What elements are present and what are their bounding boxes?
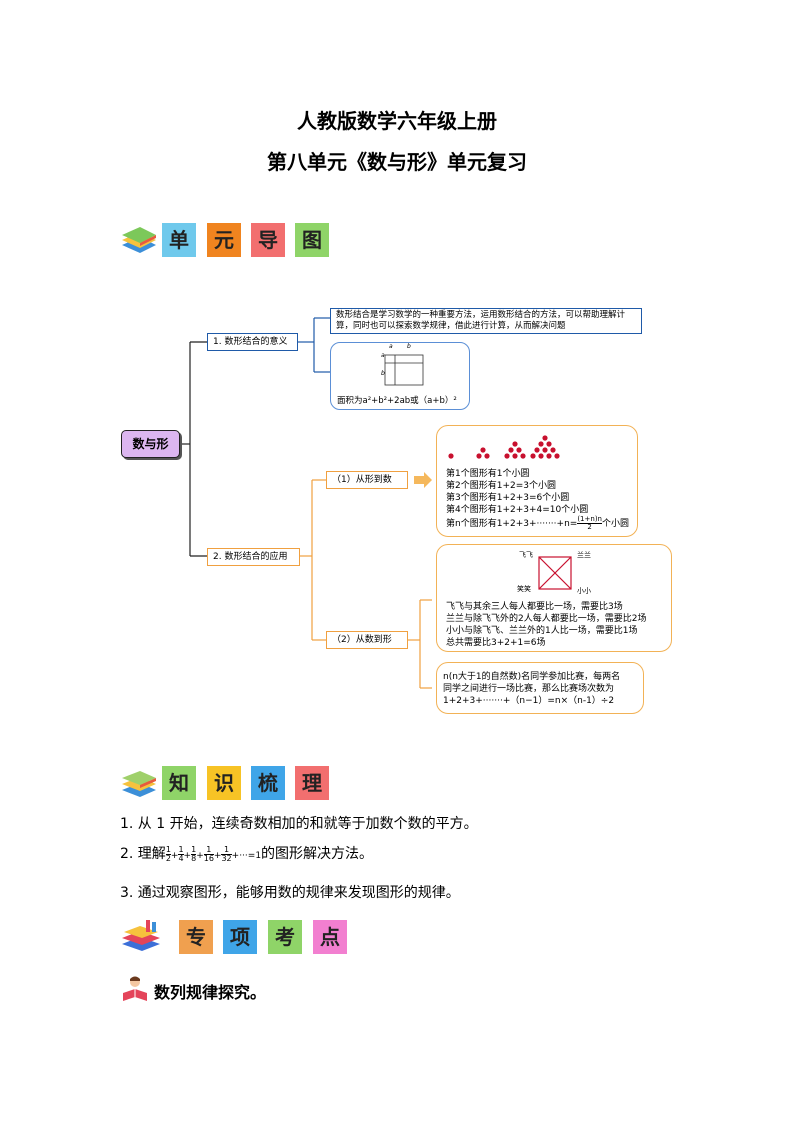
branch-application: 2. 数形结合的应用 xyxy=(207,548,300,566)
label-b-left: b xyxy=(381,370,385,377)
page-subtitle: 第八单元《数与形》单元复习 xyxy=(267,150,527,174)
general-line-3: 1+2+3+·······+（n−1）=n×（n-1）÷2 xyxy=(443,696,615,706)
plus-sign: + xyxy=(170,851,179,861)
sub-shape-to-number: （1）从形到数 xyxy=(326,471,408,489)
match-line-4: 总共需要比3+2+1=6场 xyxy=(446,638,546,648)
point-2-prefix: 2. 理解 xyxy=(120,846,166,862)
match-diagram-card: 飞飞 兰兰 笑笑 小小 飞飞与其余三人每人都要比一场，需要比3场 兰兰与除飞飞外… xyxy=(436,544,672,652)
label-a-top: a xyxy=(389,343,393,350)
label-a-left: a xyxy=(381,352,385,359)
reading-kid-icon xyxy=(120,975,150,1003)
match-line-3: 小小与除飞飞、兰兰外的1人比一场，需要比1场 xyxy=(446,626,638,636)
tile-char: 单 xyxy=(162,223,196,257)
plus-sign: + xyxy=(213,851,222,861)
tile-char: 理 xyxy=(295,766,329,800)
topic-title: 数列规律探究。 xyxy=(154,983,267,1002)
name-xiaoxiao: 小小 xyxy=(577,587,591,595)
books-stack-icon xyxy=(120,918,162,952)
series-tail: +···=1 xyxy=(231,851,262,861)
tile-char: 图 xyxy=(295,223,329,257)
general-formula-card: n(n大于1的自然数)名同学参加比赛，每两名 同学之间进行一场比赛，那么比赛场次… xyxy=(436,662,644,714)
square-area-diagram xyxy=(384,354,424,386)
shape-line-3: 第3个图形有1+2+3=6个小圆 xyxy=(446,493,570,503)
tile-char: 梳 xyxy=(251,766,285,800)
match-line-1: 飞飞与其余三人每人都要比一场，需要比3场 xyxy=(446,602,623,612)
plus-sign: + xyxy=(196,851,204,861)
triangular-dot-patterns xyxy=(448,435,560,459)
tile-char: 导 xyxy=(251,223,285,257)
area-formula: 面积为a²+b²+2ab或（a+b）² xyxy=(337,396,457,406)
tile-char: 专 xyxy=(179,920,213,954)
name-lanlan: 兰兰 xyxy=(577,551,591,559)
tile-char: 项 xyxy=(223,920,257,954)
arrow-right-icon xyxy=(414,472,432,488)
branch-meaning: 1. 数形结合的意义 xyxy=(207,333,298,351)
knowledge-point-1: 1. 从 1 开始，连续奇数相加的和就等于加数个数的平方。 xyxy=(120,816,478,832)
name-feifei: 飞飞 xyxy=(519,551,533,559)
shape-line-1: 第1个图形有1个小圆 xyxy=(446,469,530,479)
mindmap-root: 数与形 xyxy=(121,430,180,458)
page-title: 人教版数学六年级上册 xyxy=(297,109,497,133)
tile-char: 点 xyxy=(313,920,347,954)
complete-graph-diagram xyxy=(538,556,572,590)
area-diagram-card: a b a b 面积为a²+b²+2ab或（a+b）² xyxy=(330,342,470,410)
shape-line-n-prefix: 第n个图形有1+2+3+·······+n= xyxy=(446,519,578,529)
name-xiaoxiao-smile: 笑笑 xyxy=(517,585,531,593)
books-icon xyxy=(120,768,158,798)
label-b-top: b xyxy=(407,343,411,350)
general-line-1: n(n大于1的自然数)名同学参加比赛，每两名 xyxy=(443,672,621,682)
tile-char: 考 xyxy=(268,920,302,954)
shape-line-4: 第4个图形有1+2+3+4=10个小圆 xyxy=(446,505,589,515)
point-2-suffix: 的图形解决方法。 xyxy=(261,846,374,862)
knowledge-point-3: 3. 通过观察图形，能够用数的规律来发现图形的规律。 xyxy=(120,885,460,901)
books-icon xyxy=(120,225,158,255)
match-line-2: 兰兰与除飞飞外的2人每人都要比一场，需要比2场 xyxy=(446,614,647,624)
general-line-2: 同学之间进行一场比赛，那么比赛场次数为 xyxy=(443,684,615,694)
tile-char: 识 xyxy=(207,766,241,800)
shape-line-2: 第2个图形有1+2=3个小圆 xyxy=(446,481,556,491)
meaning-description: 数形结合是学习数学的一种重要方法，运用数形结合的方法，可以帮助理解计算，同时也可… xyxy=(330,308,642,334)
plus-sign: + xyxy=(183,851,192,861)
fraction-numerator: (1+n)n xyxy=(577,515,602,524)
triangular-numbers-card: 第1个图形有1个小圆 第2个图形有1+2=3个小圆 第3个图形有1+2+3=6个… xyxy=(436,425,638,537)
sub-number-to-shape: （2）从数到形 xyxy=(326,631,408,649)
tile-char: 元 xyxy=(207,223,241,257)
tile-char: 知 xyxy=(162,766,196,800)
shape-line-n-suffix: 个小圆 xyxy=(601,519,629,529)
fraction-denominator: 2 xyxy=(587,523,592,531)
